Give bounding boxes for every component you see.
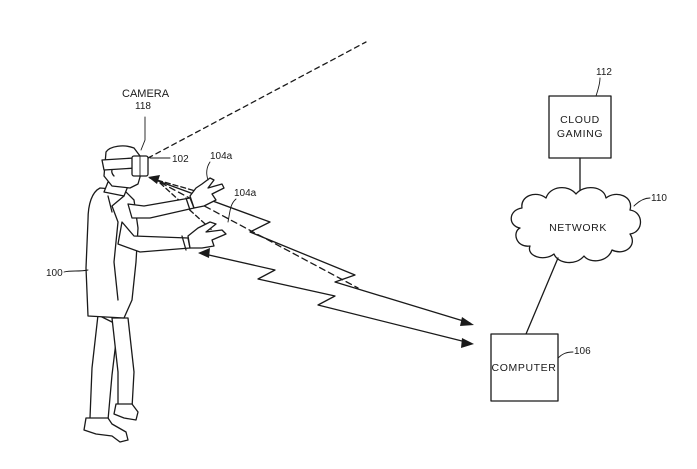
computer-label: COMPUTER xyxy=(492,362,557,374)
network-label: NETWORK xyxy=(549,222,607,234)
hand-lower-ref: 104a xyxy=(234,188,257,199)
hmd-signal-zigzag xyxy=(149,177,471,324)
network-cloud xyxy=(510,187,642,264)
camera-label: CAMERA xyxy=(122,88,170,100)
cloud-gaming-ref: 112 xyxy=(596,67,612,78)
computer-box xyxy=(490,333,559,402)
network-ref: 110 xyxy=(651,193,667,204)
hand-upper-ref: 104a xyxy=(210,151,233,162)
hand-lower-leader xyxy=(227,198,237,223)
user-figure xyxy=(83,145,227,443)
camera-ref: 118 xyxy=(135,101,151,112)
computer-ref: 106 xyxy=(574,346,591,357)
glove-signal-arrowhead-left xyxy=(198,248,210,258)
user-ref: 100 xyxy=(46,268,63,279)
glove-signal-zigzag xyxy=(199,252,471,344)
cloud-gaming-box xyxy=(548,95,612,159)
glove-signal-arrowhead-right xyxy=(461,338,474,348)
camera-view-line xyxy=(147,41,367,159)
user-leader xyxy=(63,269,89,273)
cloud-gaming-line1: CLOUD xyxy=(560,114,600,126)
tracking-line-lower xyxy=(151,177,359,289)
camera-leader xyxy=(140,116,146,151)
hmd-signal-arrowhead xyxy=(460,317,474,326)
cloud-gaming-leader xyxy=(595,77,601,97)
hand-upper-leader xyxy=(206,161,211,181)
network-leader xyxy=(633,197,651,207)
computer-leader xyxy=(557,351,574,359)
tracking-line-upper xyxy=(149,177,214,197)
network-computer-link xyxy=(525,257,559,335)
hmd-ref: 102 xyxy=(172,154,189,165)
cloud-gaming-line2: GAMING xyxy=(557,128,603,140)
